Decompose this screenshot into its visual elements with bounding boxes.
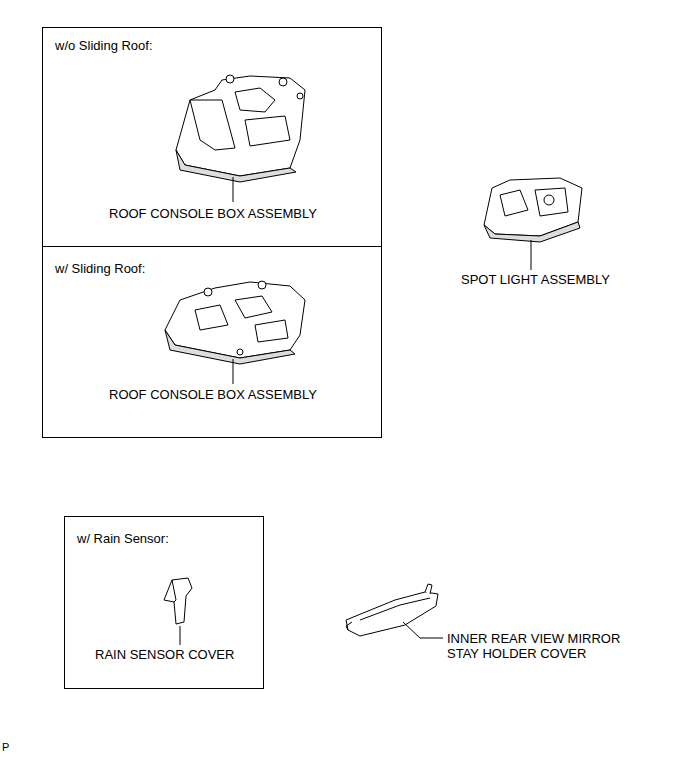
variant-heading: w/ Rain Sensor: — [77, 531, 169, 546]
part-name: ROOF CONSOLE BOX ASSEMBLY — [109, 206, 317, 221]
part-name: ROOF CONSOLE BOX ASSEMBLY — [109, 387, 317, 402]
part-name: INNER REAR VIEW MIRROR STAY HOLDER COVER — [447, 631, 647, 661]
variant-heading: w/ Sliding Roof: — [55, 261, 145, 276]
leader-lines — [180, 177, 531, 645]
variant-panel: w/ Rain Sensor: RAIN SENSOR COVER — [64, 516, 264, 689]
part-name: RAIN SENSOR COVER — [95, 647, 234, 662]
variant-panel: w/ Sliding Roof: ROOF CONSOLE BOX ASSEMBL… — [42, 246, 382, 438]
variant-panel: w/o Sliding Roof: ROOF CONSOLE BOX ASSEMB… — [42, 27, 382, 247]
figure-code: P — [2, 740, 9, 755]
part-name: SPOT LIGHT ASSEMBLY — [461, 272, 610, 287]
variant-heading: w/o Sliding Roof: — [55, 38, 153, 53]
